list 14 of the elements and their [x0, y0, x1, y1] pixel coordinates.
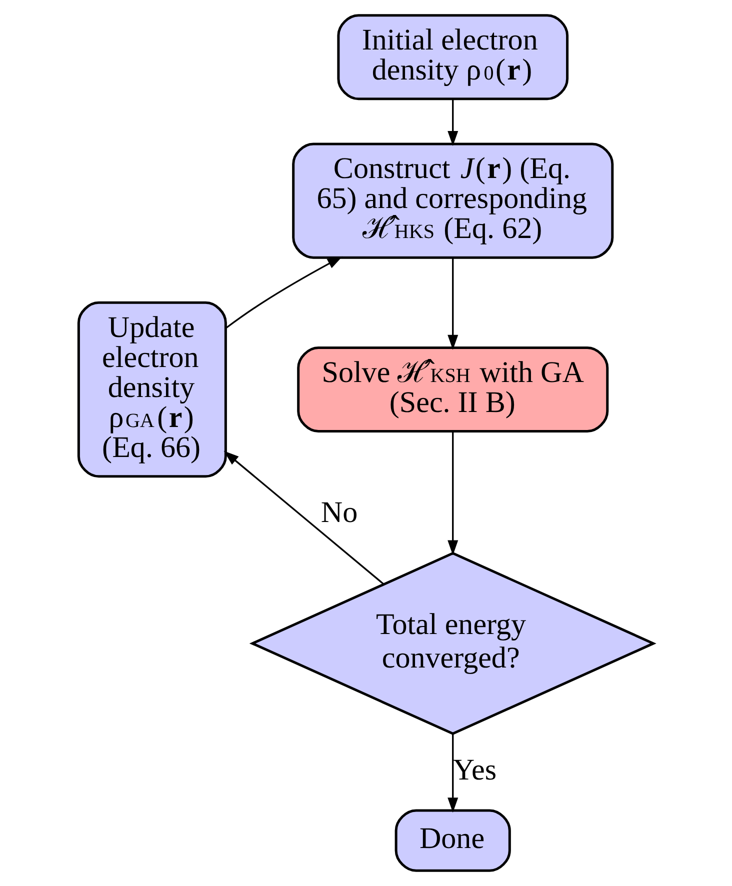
arrow [448, 258, 458, 350]
node-box: Construct J(r) (Eq. 65) and corresponding ℋ̂HKS (Eq. 62) [292, 142, 614, 259]
node-box: Solve ℋ̂KSH with GA (Sec. II B) [297, 346, 609, 433]
node-diamond: Total energy converged? [249, 552, 656, 736]
node-box: Done [394, 809, 511, 872]
edge-label: No [320, 495, 358, 530]
arrow [448, 431, 458, 556]
arrow [224, 450, 384, 585]
node-box: Update electron density ρGA(r) (Eq. 66) [77, 301, 227, 478]
arrow [448, 99, 458, 146]
edge-label: Yes [452, 752, 497, 786]
arrow [448, 734, 458, 813]
arrow [226, 256, 342, 329]
node-box: Initial electron density ρ0(r) [337, 14, 569, 100]
